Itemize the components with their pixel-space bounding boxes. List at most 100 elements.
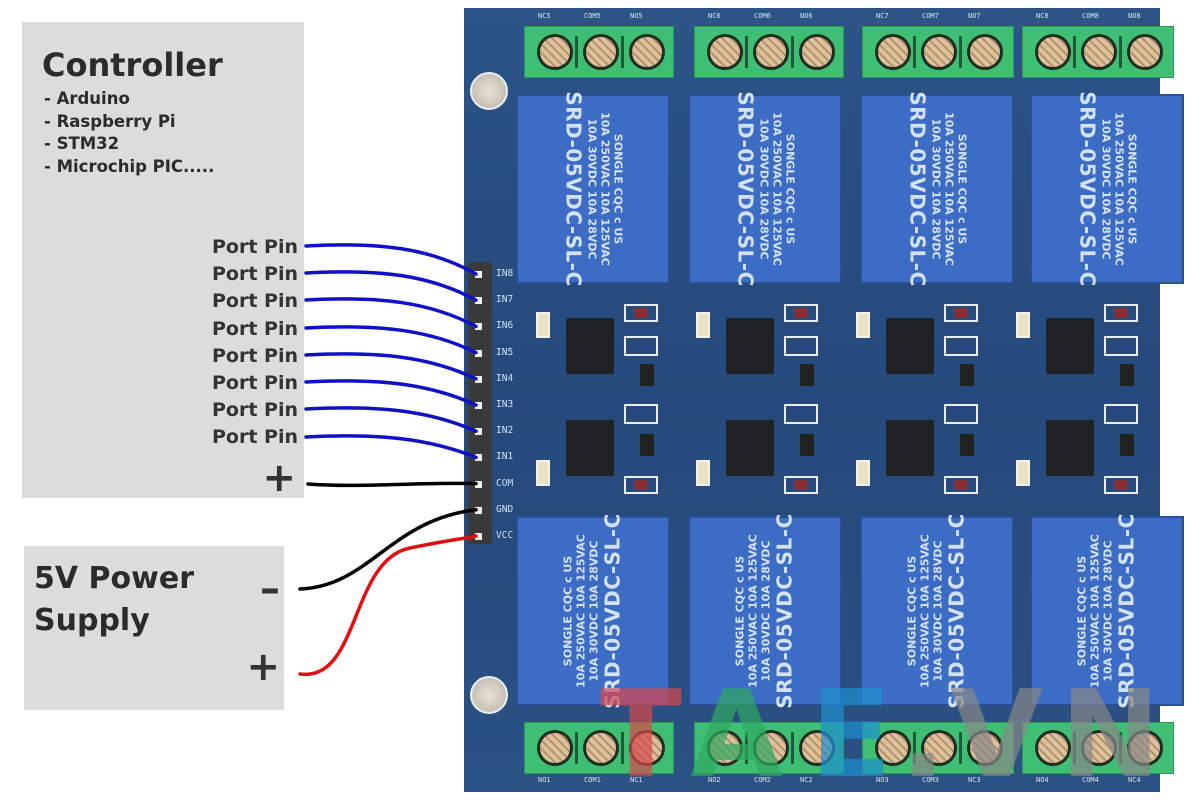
optocoupler-chip bbox=[1046, 318, 1094, 374]
relay-spec: 10A 30VDC 10A 28VDC bbox=[587, 540, 601, 682]
terminal-label: NO5 bbox=[630, 12, 643, 20]
diode bbox=[784, 476, 818, 494]
terminal-divider bbox=[1119, 36, 1122, 68]
terminal-label: COM8 bbox=[1082, 12, 1099, 20]
terminal-screw bbox=[875, 730, 911, 766]
terminal-block bbox=[694, 26, 844, 78]
terminal-screw bbox=[753, 730, 789, 766]
watermark-letter: A bbox=[690, 666, 783, 805]
port-pin-label: Port Pin bbox=[211, 371, 298, 394]
terminal-screw bbox=[921, 730, 957, 766]
transistor bbox=[640, 364, 654, 386]
header-pin bbox=[475, 297, 482, 305]
transistor bbox=[1120, 434, 1134, 456]
resistor bbox=[784, 336, 818, 356]
signal-wire bbox=[304, 243, 478, 276]
terminal-label: COM4 bbox=[1082, 776, 1099, 784]
relay-model: SRD-05VDC-SL-C bbox=[1075, 91, 1100, 287]
watermark-letter: N bbox=[1060, 666, 1161, 805]
controller-list: - Arduino - Raspberry Pi - STM32 - Micro… bbox=[44, 88, 214, 178]
terminal-screw bbox=[629, 34, 665, 70]
terminal-screw bbox=[967, 730, 1003, 766]
optocoupler-chip bbox=[566, 318, 614, 374]
watermark-letter: . bbox=[900, 666, 946, 805]
signal-wire bbox=[304, 379, 478, 407]
resistor bbox=[624, 336, 658, 356]
resistor bbox=[624, 404, 658, 424]
terminal-label: NC5 bbox=[538, 12, 551, 20]
ground-wire bbox=[298, 508, 478, 591]
diode bbox=[1104, 476, 1138, 494]
relay-spec: 10A 30VDC 10A 28VDC bbox=[757, 118, 771, 260]
terminal-screw bbox=[967, 34, 1003, 70]
header-pin bbox=[475, 375, 482, 383]
signal-wire bbox=[304, 270, 478, 302]
header-pin-label: COM bbox=[496, 477, 514, 489]
mounting-hole bbox=[470, 676, 508, 714]
terminal-divider bbox=[1073, 732, 1076, 764]
signal-wire bbox=[304, 325, 478, 355]
terminal-label: NC8 bbox=[1036, 12, 1049, 20]
controller-item: - Microchip PIC..... bbox=[44, 156, 215, 176]
terminal-label: NC2 bbox=[800, 776, 813, 784]
terminal-label: COM7 bbox=[922, 12, 939, 20]
resistor bbox=[944, 404, 978, 424]
diode bbox=[944, 476, 978, 494]
signal-wire bbox=[304, 352, 478, 381]
terminal-divider bbox=[959, 36, 962, 68]
header-pin-label: GND bbox=[496, 503, 514, 515]
indicator-led bbox=[1016, 460, 1030, 486]
resistor bbox=[784, 404, 818, 424]
relay-spec: 10A 250VAC 10A 125VAC bbox=[770, 112, 784, 266]
diode bbox=[624, 476, 658, 494]
diode bbox=[944, 304, 978, 322]
relay-spec: 10A 30VDC 10A 28VDC bbox=[585, 118, 599, 260]
controller-title: Controller bbox=[42, 46, 223, 84]
terminal-label: NO7 bbox=[968, 12, 981, 20]
relay-brand: SONGLE CQC c US bbox=[1125, 133, 1139, 245]
terminal-label: COM6 bbox=[754, 12, 771, 20]
terminal-divider bbox=[1119, 732, 1122, 764]
relay-spec: 10A 250VAC 10A 125VAC bbox=[1112, 112, 1126, 266]
header-pin bbox=[475, 323, 482, 331]
header-pin-label: IN3 bbox=[496, 399, 514, 410]
transistor bbox=[1120, 364, 1134, 386]
terminal-label: NO1 bbox=[538, 776, 551, 784]
controller-item: - Arduino bbox=[44, 89, 130, 108]
terminal-block bbox=[694, 722, 844, 774]
terminal-block bbox=[524, 722, 674, 774]
resistor bbox=[1104, 404, 1138, 424]
header-pin-label: VCC bbox=[496, 530, 514, 541]
header-pin bbox=[475, 533, 482, 540]
terminal-screw bbox=[583, 34, 619, 70]
power-supply-plus-terminal: + bbox=[246, 644, 280, 690]
terminal-block bbox=[862, 722, 1014, 774]
optocoupler-chip bbox=[1046, 420, 1094, 476]
relay-brand: SONGLE CQC c US bbox=[611, 133, 625, 245]
relay-spec: 10A 250VAC 10A 125VAC bbox=[574, 534, 588, 688]
terminal-label: NC6 bbox=[708, 12, 721, 20]
terminal-label: NC7 bbox=[876, 12, 889, 20]
terminal-divider bbox=[1073, 36, 1076, 68]
header-pin bbox=[475, 480, 482, 488]
terminal-label: NO3 bbox=[876, 776, 889, 784]
indicator-led bbox=[856, 460, 870, 486]
terminal-label: COM3 bbox=[922, 776, 939, 784]
terminal-screw bbox=[537, 34, 573, 70]
diode bbox=[1104, 304, 1138, 322]
terminal-divider bbox=[791, 36, 794, 68]
power-supply-title-line2: Supply bbox=[34, 603, 150, 638]
header-pin-label: IN4 bbox=[496, 372, 514, 384]
optocoupler-chip bbox=[886, 420, 934, 476]
header-pin-label: IN8 bbox=[496, 268, 514, 279]
port-pin-label: Port Pin bbox=[211, 399, 298, 422]
optocoupler-chip bbox=[726, 420, 774, 476]
terminal-label: NO4 bbox=[1036, 776, 1049, 784]
relay-model: SRD-05VDC-SL-C bbox=[733, 91, 758, 287]
